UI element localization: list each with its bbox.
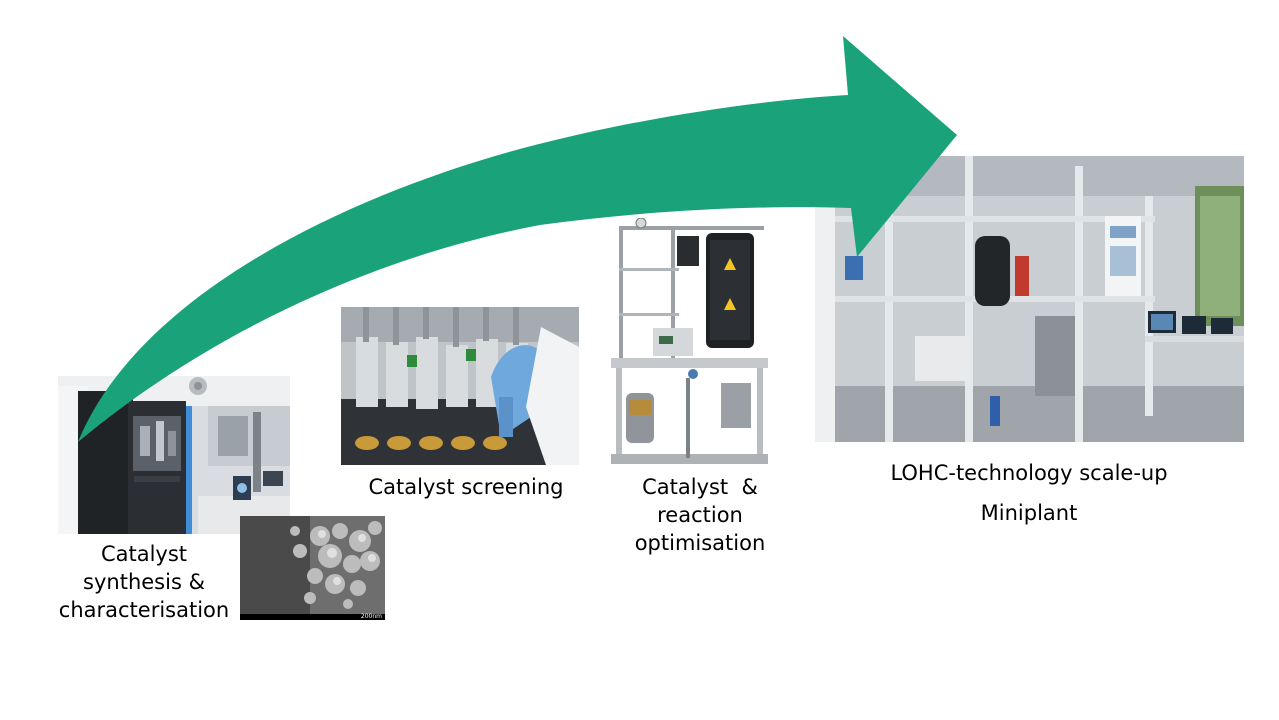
label-line: Catalyst & bbox=[642, 475, 758, 499]
label-line: Miniplant bbox=[980, 501, 1078, 525]
sem-micrograph-photo: 200nm bbox=[240, 516, 385, 620]
label-line: Catalyst bbox=[100, 542, 188, 566]
label-catalyst-optimisation: Catalyst & reaction optimisation bbox=[615, 473, 785, 557]
label-line: characterisation bbox=[58, 598, 230, 622]
miniplant-photo bbox=[815, 156, 1244, 442]
label-catalyst-synthesis: Catalyst synthesis & characterisation bbox=[54, 540, 234, 624]
scale-bar-label: 200nm bbox=[360, 613, 382, 620]
label-line: optimisation bbox=[634, 531, 766, 555]
label-line: LOHC-technology scale-up bbox=[890, 461, 1168, 485]
label-line: reaction bbox=[657, 503, 743, 527]
label-lohc-scaleup: LOHC-technology scale-up Miniplant bbox=[869, 453, 1189, 533]
label-line: synthesis & bbox=[83, 570, 205, 594]
label-line: Catalyst screening bbox=[368, 475, 564, 499]
reaction-rig-photo bbox=[611, 218, 768, 464]
reactor-array-photo bbox=[341, 307, 579, 465]
lab-instrument-photo bbox=[58, 376, 290, 534]
label-catalyst-screening: Catalyst screening bbox=[352, 473, 580, 501]
